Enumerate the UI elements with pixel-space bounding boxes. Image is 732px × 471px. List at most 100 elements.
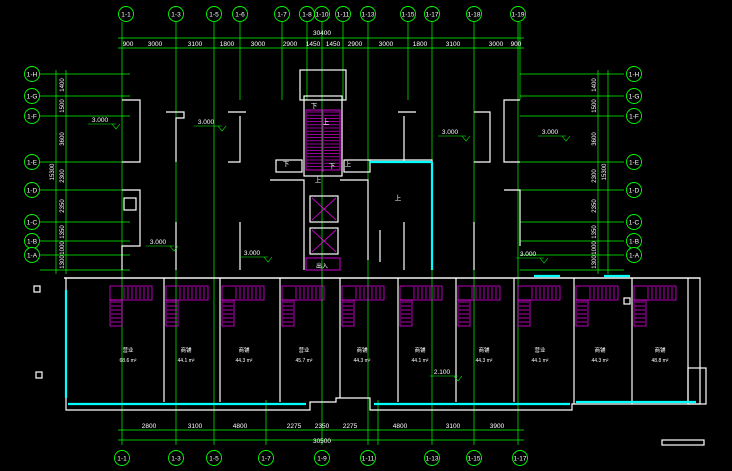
dimension-top: 2900 <box>348 41 363 48</box>
level-marker: 3.000 <box>146 239 179 252</box>
dimension-left-total: 15300 <box>50 163 56 180</box>
axis-bubble-bottom-label: 1-1 <box>117 456 127 463</box>
axis-bubble-top-label: 1-11 <box>337 12 350 19</box>
dimension-right: 1500 <box>592 99 598 113</box>
axis-bubble-bottom-label: 1-11 <box>362 456 375 463</box>
dimension-left: 1350 <box>60 225 66 239</box>
shop-name: 商铺 <box>414 346 426 354</box>
axis-bubble-left: 1-F <box>24 108 40 124</box>
axis-bubble-left-label: 1-D <box>27 188 38 195</box>
axis-bubble-right-label: 1-H <box>629 72 640 79</box>
dimension-right: 3600 <box>592 132 598 146</box>
axis-bubble-top-label: 1-18 <box>467 12 480 19</box>
dimension-right: 1300 <box>592 255 598 269</box>
dimension-bottom: 4800 <box>233 423 248 430</box>
stair-direction-label: 下 <box>283 160 290 168</box>
stair-direction-label: 下 <box>329 162 336 170</box>
level-marker-value: 3.000 <box>150 239 167 246</box>
axis-bubble-top: 1-1 <box>118 6 134 22</box>
dimension-top: 3100 <box>188 41 203 48</box>
dimension-left: 3600 <box>60 132 66 146</box>
shop-name: 商铺 <box>594 346 606 354</box>
walls <box>33 69 707 446</box>
shop-area: 44.1 m² <box>532 358 549 364</box>
axis-bubble-left: 1-E <box>24 154 40 170</box>
shop-stair <box>575 285 619 327</box>
shop-name: 营业 <box>122 346 134 354</box>
shop-name: 商铺 <box>356 346 368 354</box>
axis-bubble-bottom-label: 1-3 <box>171 456 181 463</box>
axis-bubble-bottom: 1-13 <box>424 450 440 466</box>
shop-name: 商铺 <box>654 346 666 354</box>
dimension-left: 1400 <box>60 78 66 92</box>
axis-bubble-left: 1-G <box>24 88 40 104</box>
axis-lines <box>40 22 624 445</box>
core-stair-treads <box>307 111 339 167</box>
dimension-right: 1350 <box>592 225 598 239</box>
axis-bubble-top: 1-6 <box>232 6 248 22</box>
axis-bubble-left-label: 1-C <box>27 220 38 227</box>
axis-bubble-top: 1-15 <box>400 6 416 22</box>
dimension-bottom: 3100 <box>446 423 461 430</box>
axis-bubble-right-label: 1-E <box>629 160 640 167</box>
shop-stair <box>221 285 265 327</box>
shop-area: 44.3 m² <box>236 358 253 364</box>
axis-bubble-right: 1-F <box>626 108 642 124</box>
dimension-bottom: 2350 <box>315 423 330 430</box>
axis-bubble-right: 1-D <box>626 182 642 198</box>
shop-stair <box>399 285 443 327</box>
dimension-left: 2350 <box>60 199 66 213</box>
dimension-right: 1400 <box>592 78 598 92</box>
shop-stair <box>517 285 561 327</box>
dimension-right-total: 15300 <box>602 163 608 180</box>
level-marker-value: 3.000 <box>92 117 109 124</box>
dimension-top: 900 <box>123 41 134 48</box>
axis-bubble-right-label: 1-D <box>629 188 640 195</box>
dimension-bottom-total: 30500 <box>313 438 331 445</box>
shop-area: 44.3 m² <box>592 358 609 364</box>
dimension-right: 2350 <box>592 199 598 213</box>
axis-bubble-bottom: 1-11 <box>360 450 376 466</box>
level-marker-value: 3.000 <box>198 119 215 126</box>
axis-bubble-bottom: 1-9 <box>314 450 330 466</box>
stair-direction-label: 上 <box>345 159 352 168</box>
axis-bubble-top: 1-3 <box>168 6 184 22</box>
axis-bubble-bottom: 1-3 <box>168 450 184 466</box>
axis-bubble-top: 1-13 <box>360 6 376 22</box>
dimension-bottom: 4800 <box>393 423 408 430</box>
dimension-top: 2900 <box>283 41 298 48</box>
axis-bubble-left-label: 1-F <box>27 114 37 121</box>
axis-bubble-top: 1-11 <box>335 6 351 22</box>
core-stair <box>305 109 341 172</box>
axis-bubble-left-label: 1-A <box>27 253 38 260</box>
dimension-top: 3100 <box>446 41 461 48</box>
level-marker-value: 3.000 <box>442 129 459 136</box>
axis-bubble-top: 1-18 <box>466 6 482 22</box>
axis-bubble-top: 1-17 <box>424 6 440 22</box>
dimension-top: 900 <box>511 41 522 48</box>
axis-bubble-bottom-label: 1-5 <box>209 456 219 463</box>
level-marker: 3.000 <box>438 129 471 142</box>
dimension-top: 3000 <box>251 41 266 48</box>
axis-bubble-bottom: 1-17 <box>512 450 528 466</box>
dimension-top: 3000 <box>148 41 163 48</box>
dimension-right: 1000 <box>592 241 598 255</box>
shop-name: 营业 <box>534 346 546 354</box>
axis-bubble-top-label: 1-19 <box>511 12 524 19</box>
entrance-label: 出入 <box>316 262 328 270</box>
axis-bubble-top-label: 1-15 <box>401 12 414 19</box>
dimension-top: 1450 <box>326 41 341 48</box>
axis-bubble-top-label: 1-7 <box>277 12 287 19</box>
shop-stair <box>341 285 385 327</box>
axis-bubble-right-label: 1-C <box>629 220 640 227</box>
shop-name: 商铺 <box>180 346 192 354</box>
level-marker: 3.000 <box>240 250 273 263</box>
level-marker: 2.100 <box>430 369 463 382</box>
axis-bubble-bottom-label: 1-15 <box>467 456 480 463</box>
shop-area: 44.1 m² <box>412 358 429 364</box>
level-marker-value: 3.000 <box>520 251 537 258</box>
shop-stair <box>165 285 209 327</box>
shop-area: 48.8 m² <box>652 358 669 364</box>
level-marker-value: 3.000 <box>244 250 261 257</box>
dimension-left: 1300 <box>60 255 66 269</box>
